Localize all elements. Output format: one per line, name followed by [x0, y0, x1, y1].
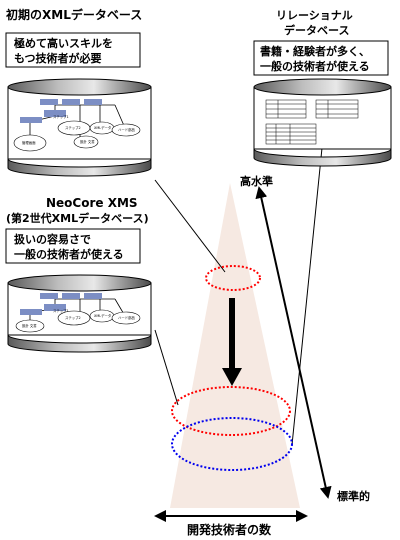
- neocore-tree-node-5: 設計 文書: [22, 323, 37, 328]
- early-tree-node-1: ステップ1: [53, 114, 69, 119]
- high-level-label: 高水準: [240, 174, 273, 188]
- early-db-title: 初期のXMLデータベース: [6, 7, 142, 22]
- neocore-tree-node-2: ステップ2: [65, 315, 81, 320]
- early-db-cylinder: ステップ1 ステップ2 XMLデータ ハード部品 管理画面 設計 文書: [7, 78, 152, 177]
- standard-level-label: 標準的: [337, 489, 370, 503]
- neocore-tree-node-4: ハード部品: [118, 315, 136, 320]
- rdb-table-2: [315, 99, 359, 119]
- rdb-note-box: [253, 40, 389, 76]
- rdb-table-1: [265, 99, 307, 119]
- neocore-note-line1: 扱いの容易さで: [14, 232, 91, 246]
- early-tree-node-2: ステップ2: [65, 125, 81, 130]
- rdb-title-line2: データベース: [284, 23, 349, 37]
- early-db-note-line2: もつ技術者が必要: [14, 51, 102, 65]
- early-db-note-line1: 極めて高いスキルを: [13, 36, 113, 50]
- rdb-cylinder: [253, 78, 392, 167]
- rdb-title-line1: リレーショナル: [276, 9, 353, 22]
- connector-early-to-red: [154, 179, 226, 273]
- early-tree-node-5: 管理画面: [22, 140, 36, 145]
- neocore-note-line2: 一般の技術者が使える: [14, 247, 124, 261]
- down-arrow-head: [222, 368, 242, 386]
- connector-neocore-to-red: [154, 329, 179, 406]
- early-db-note-box: [5, 32, 141, 68]
- early-tree-node-4: ハード部品: [118, 127, 136, 132]
- early-tree-node-3: XMLデータ: [94, 125, 111, 130]
- neocore-title-line1: NeoCore XMS: [46, 196, 138, 210]
- neocore-note-box: [5, 228, 141, 264]
- neocore-tree-node-3: XMLデータ: [94, 313, 111, 318]
- rdb-table-3: [265, 123, 317, 145]
- neocore-tree-node-1: ステップ1: [53, 308, 69, 313]
- neocore-cylinder: ステップ1 ステップ2 XMLデータ ハード部品 設計 文書: [7, 274, 152, 353]
- neocore-title-line2: (第2世代XMLデータベース): [6, 211, 149, 225]
- developer-count-label: 開発技術者の数: [187, 522, 272, 537]
- rdb-note-line1: 書籍・経験者が多く、: [260, 44, 370, 58]
- skill-level-arrow: [255, 186, 332, 499]
- rdb-note-line2: 一般の技術者が使える: [260, 59, 370, 73]
- early-tree-node-6: 設計 文書: [80, 139, 95, 144]
